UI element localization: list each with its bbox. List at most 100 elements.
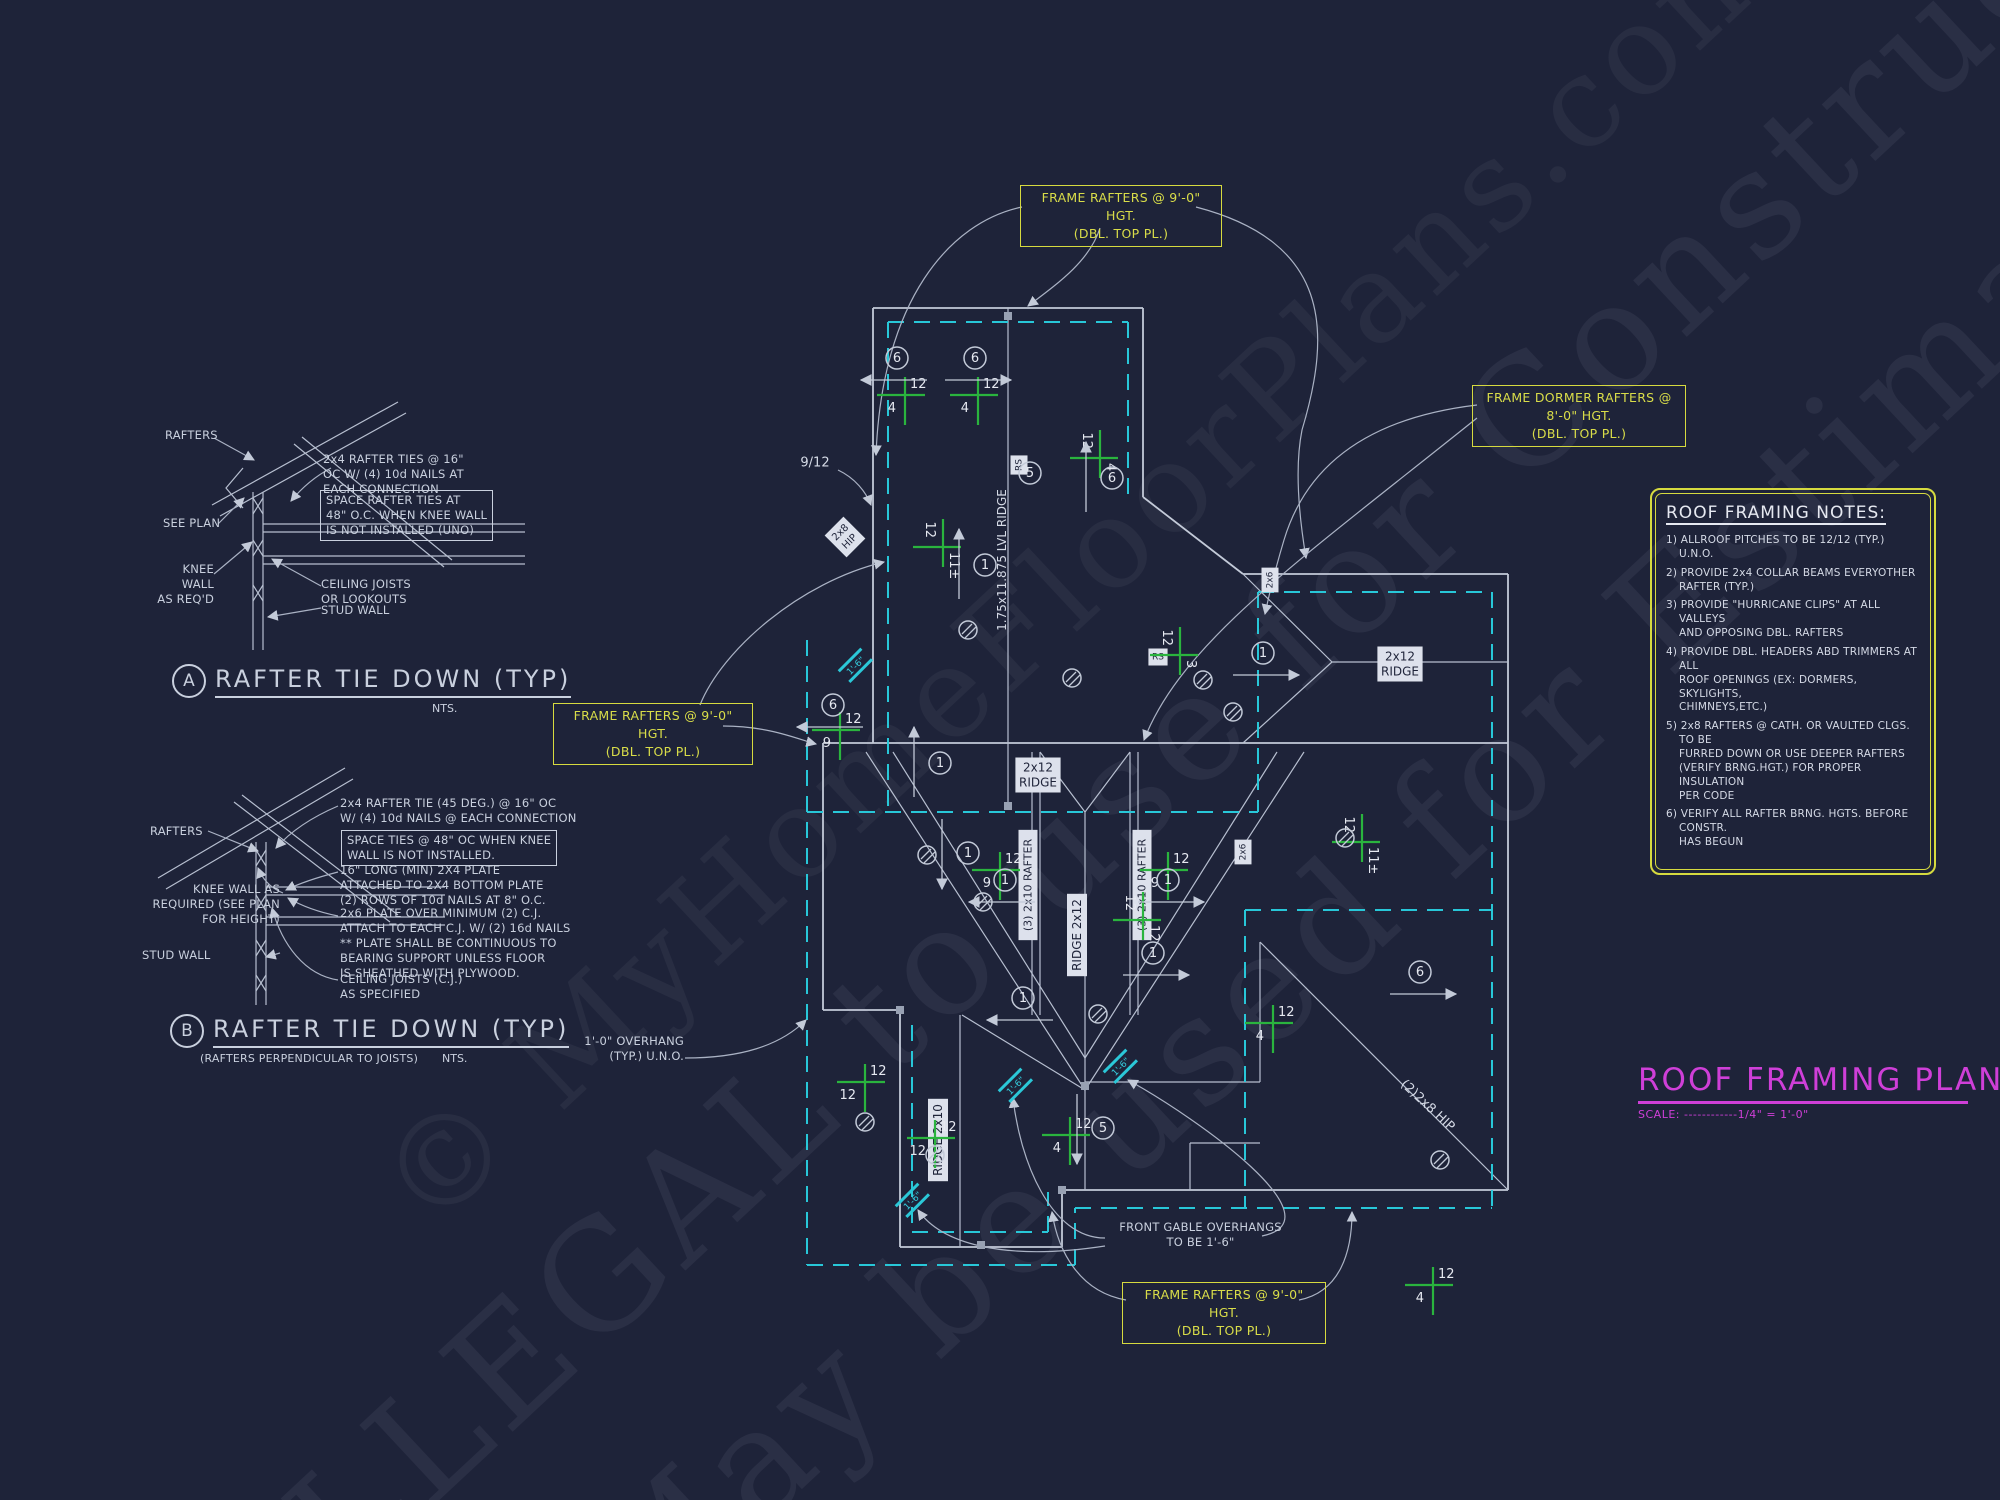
svg-text:4: 4 [1256,1029,1264,1044]
detail-a-title: RAFTER TIE DOWN (TYP) [215,665,572,698]
svg-text:4: 4 [961,401,969,416]
svg-text:2x6: 2x6 [1239,843,1249,860]
svg-text:RS: RS [1015,459,1025,471]
slope-marker: 11±12 [913,519,961,579]
svg-text:RIDGE: RIDGE [1019,776,1057,790]
keynote-circle: 6 [1390,960,1458,1000]
hatch-marker [958,620,978,640]
svg-text:12: 12 [1005,852,1022,867]
detail-a-see-plan-label: SEE PLAN [163,516,221,530]
hatch-marker [855,1112,875,1132]
slope-marker: 11±12 [1332,814,1380,874]
keynote-circle: 1 [985,986,1053,1026]
svg-text:9: 9 [983,876,991,891]
note-item-4: 4) PROVIDE DBL. HEADERS ABD TRIMMERS AT … [1666,646,1917,714]
svg-text:1: 1 [1019,991,1027,1006]
detail-a-stud-label: STUD WALL [321,603,390,617]
ridge-end-square [1004,312,1012,320]
notes-title: ROOF FRAMING NOTES: [1666,503,1887,525]
svg-text:12: 12 [940,1120,957,1135]
keynote-circle: 6 [859,346,927,386]
svg-text:2x12: 2x12 [1385,650,1415,664]
detail-b-ceiling-label: CEILING JOISTS (C.J.) AS SPECIFIED [340,972,463,1001]
svg-text:9: 9 [1151,876,1159,891]
svg-text:4: 4 [1416,1291,1424,1306]
detail-a-ceiling-label: CEILING JOISTS OR LOOKOUTS [321,577,411,606]
svg-text:1: 1 [964,846,972,861]
ridge-2x6-label-2: 2x6 [1234,839,1252,865]
svg-text:12: 12 [845,712,862,727]
slope-marker: 3 12 [1150,627,1198,675]
detail-a-knee-wall-label: KNEE WALL AS REQ'D [157,562,214,606]
ridge-end-square [1004,802,1012,810]
slope-marker: 12 9 [972,852,1022,900]
svg-text:12: 12 [1159,629,1174,646]
detail-b-plate-note: 16" LONG (MIN) 2X4 PLATE ATTACHED TO 2X4… [340,863,546,907]
keynote-circle: 1 [1233,641,1301,681]
svg-text:(3) 2x10 RAFTER: (3) 2x10 RAFTER [1022,839,1035,932]
svg-text:1: 1 [981,558,989,573]
keynote-circle: 6 [795,693,863,733]
svg-text:12: 12 [910,377,927,392]
detail-a-nts: NTS. [432,702,458,715]
ridge-end-square [1081,1082,1089,1090]
svg-text:1: 1 [1164,873,1172,888]
rafter-3-2x10-left-label: (3) 2x10 RAFTER [1018,829,1038,941]
callout-frame-rafters-top: FRAME RAFTERS @ 9'-0" HGT. (DBL. TOP PL.… [1020,185,1222,248]
svg-text:2x12: 2x12 [1023,761,1053,775]
svg-text:12: 12 [1173,852,1190,867]
svg-text:12: 12 [870,1064,887,1079]
hatch-marker [925,1145,945,1165]
svg-text:6: 6 [829,698,837,713]
detail-b-rafters-label: RAFTERS [150,824,203,838]
slope-marker: 124 [950,377,1000,425]
sheet-title-block: ROOF FRAMING PLAN SCALE: ------------1/4… [1638,1062,2000,1121]
svg-text:12: 12 [1122,894,1137,911]
svg-text:5: 5 [1099,1121,1107,1136]
rs-label-2: RS [1148,648,1168,666]
ridge-2x6-label-1: 2x6 [1261,567,1279,593]
svg-text:6: 6 [893,351,901,366]
svg-text:12: 12 [1075,1117,1092,1132]
keynote-circle: 6 [945,346,1013,386]
note-item-2: 2) PROVIDE 2x4 COLLAR BEAMS EVERYOTHER R… [1666,566,1916,593]
overhang-note: 1'-0" OVERHANG (TYP.) U.N.O. [584,1034,684,1063]
roof-framing-notes-box: ROOF FRAMING NOTES: 1) ALLROOF PITCHES T… [1650,488,1936,876]
ridge-end-square [1058,1186,1066,1194]
detail-a-bubble: A [172,664,206,698]
svg-text:3: 3 [1183,660,1198,668]
detail-b-knee-wall-label: KNEE WALL AS REQUIRED (SEE PLAN FOR HEIG… [152,882,280,926]
detail-b-nts: NTS. [442,1052,468,1065]
ridge-2x12-v-label: RIDGE 2x12 [1067,893,1087,977]
svg-text:5: 5 [1026,466,1034,481]
slope-marker: 124 [1405,1267,1455,1315]
keynote-circle: 1 [967,868,1035,908]
hatch-marker [1335,828,1355,848]
pitch-9-12-label: 9/12 [800,456,829,471]
detail-b-linework [157,767,445,1005]
detail-b-bubble: B [170,1014,204,1048]
svg-text:11±: 11± [1365,847,1380,874]
svg-text:1: 1 [1259,646,1267,661]
hatch-marker [1223,702,1243,722]
front-gable-note: FRONT GABLE OVERHANGS TO BE 1'-6" [1119,1220,1282,1249]
detail-b-tie-note: 2x4 RAFTER TIE (45 DEG.) @ 16" OC W/ (4)… [340,796,577,825]
svg-text:RIDGE: RIDGE [1381,665,1419,679]
note-item-3: 3) PROVIDE "HURRICANE CLIPS" AT ALL VALL… [1666,599,1881,640]
hatch-marker [917,845,937,865]
detail-b-stud-label: STUD WALL [142,948,211,962]
detail-b-plate2-note: 2x6 PLATE OVER MINIMUM (2) C.J. ATTACH T… [340,906,571,980]
hatch-marker [1088,1004,1108,1024]
svg-text:12: 12 [839,1088,856,1103]
rs-label-1: RS [1010,455,1028,475]
svg-text:1: 1 [936,756,944,771]
roof-framing-notes-inner: ROOF FRAMING NOTES: 1) ALLROOF PITCHES T… [1655,493,1931,871]
detail-a-tie-note: 2x4 RAFTER TIES @ 16" OC W/ (4) 10d NAIL… [323,452,464,496]
svg-text:6: 6 [1108,471,1116,486]
hatch-marker [1062,668,1082,688]
